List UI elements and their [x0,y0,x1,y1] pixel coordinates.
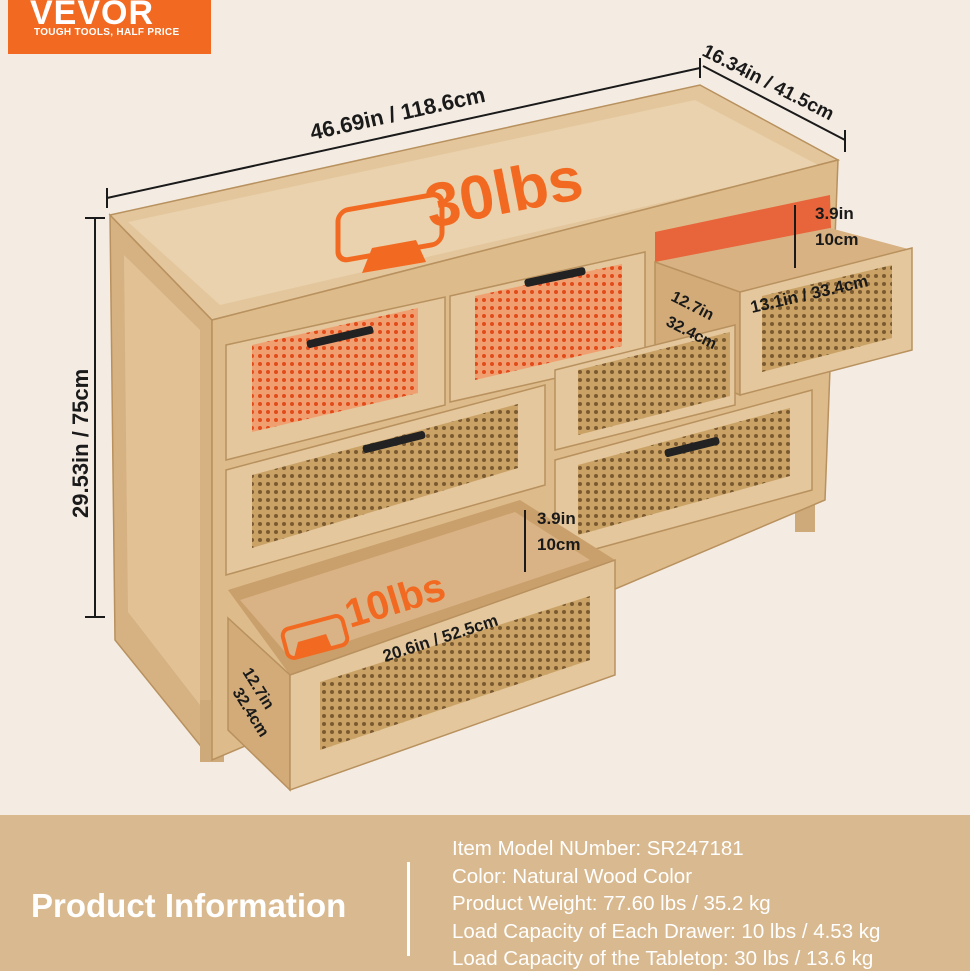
drawer-top-right-open [654,195,913,397]
drawer-handle [362,431,426,453]
drawer-top-left [225,296,446,461]
drawer-handle [306,326,374,348]
bottom-drawer-height-in: 3.9in [537,509,576,528]
product-info-panel: Product Information Item Model NUmber: S… [0,815,970,971]
vevor-logo: VEVOR TOUGH TOOLS, HALF PRICE [8,0,211,54]
bottom-drawer-height-cm: 10cm [537,535,580,554]
weight-icon [362,240,426,273]
spec-weight: Product Weight: 77.60 lbs / 35.2 kg [452,892,771,916]
dresser-side-panel [109,213,213,763]
drawer-handle [664,436,720,458]
top-drawer-height-in: 3.9in [815,204,854,223]
dresser-illustration: 30lbs 10lbs 46.69in / 118.6cm 16.34in / … [68,41,913,792]
spec-drawer-capacity: Load Capacity of Each Drawer: 10 lbs / 4… [452,919,881,943]
drawer-handle [524,267,586,287]
spec-tabletop-capacity: Load Capacity of the Tabletop: 30 lbs / … [452,947,874,971]
spec-color: Color: Natural Wood Color [452,864,693,888]
spec-model-number: Item Model NUmber: SR247181 [452,837,744,860]
height-dimension: 29.53in / 75cm [68,369,93,518]
drawer-middle-left [225,384,546,576]
width-dimension: 46.69in / 118.6cm [308,82,488,145]
drawer-lower-right [554,389,813,561]
dimension-lines [85,58,846,618]
panel-divider [407,862,410,956]
top-drawer-height-cm: 10cm [815,230,858,249]
drawer-middle-right [554,324,736,451]
brand-name: VEVOR [30,0,155,32]
weight-icon [294,634,332,658]
brand-tagline: TOUGH TOOLS, HALF PRICE [34,27,180,38]
spec-list: Item Model NUmber: SR247181 Color: Natur… [452,835,880,971]
drawer-bottom-left-open [227,500,616,792]
product-info-heading: Product Information [31,887,347,924]
